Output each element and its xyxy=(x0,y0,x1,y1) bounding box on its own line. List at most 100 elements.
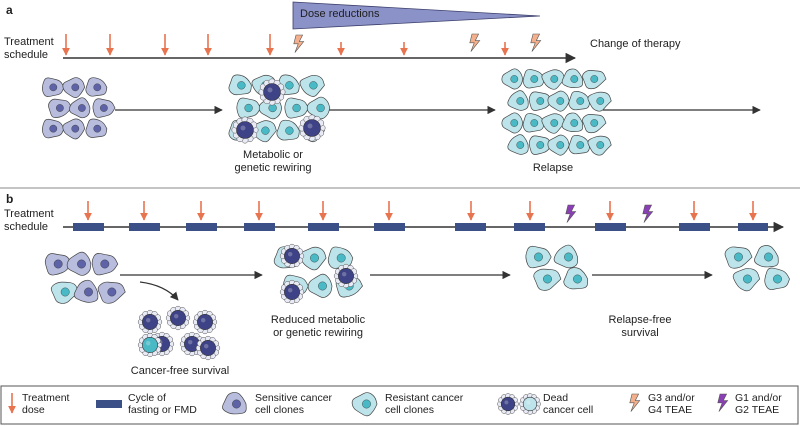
lightning-bolt-icon xyxy=(293,34,305,53)
resistant-cell-icon xyxy=(724,246,753,269)
resistant-cell-icon xyxy=(307,273,333,298)
relapse-free-label-line1: Relapse-free xyxy=(608,314,672,326)
resistant-cell-icon xyxy=(533,268,562,291)
legend-dead-line2: cancer cell xyxy=(543,404,594,416)
relapse-free-label-line2: survival xyxy=(621,327,659,339)
cycle-bar-icon xyxy=(186,223,217,231)
resistant-cell-icon xyxy=(563,267,588,290)
legend-sensitive-line2: cell clones xyxy=(255,404,305,416)
resistant-cell-icon xyxy=(306,96,331,120)
resistant-cell-icon xyxy=(541,113,566,134)
sensitive-cell-icon xyxy=(92,98,116,118)
dead-cell-icon xyxy=(279,243,305,269)
treatment-schedule-a-line2: schedule xyxy=(4,49,49,61)
change-of-therapy-label: Change of therapy xyxy=(590,38,681,50)
legend-dead-line1: Dead xyxy=(543,392,569,404)
resistant-cell-icon xyxy=(541,69,566,90)
panel-b xyxy=(44,201,790,361)
resistant-cell-icon xyxy=(582,114,607,134)
cancer-free-branch-arrow xyxy=(139,281,179,301)
sensitive-cell-cluster-a xyxy=(41,77,116,140)
dose-arrows-a xyxy=(62,34,509,56)
sensitive-cell-icon xyxy=(69,97,91,119)
treatment-schedule-b-line1: Treatment xyxy=(4,208,54,220)
sensitive-cell-icon xyxy=(41,118,65,139)
relapse-label: Relapse xyxy=(532,162,574,174)
resistant-cell-icon xyxy=(528,91,553,111)
legend-cycle-line2: fasting or FMD xyxy=(128,404,197,416)
dead-cell-icon xyxy=(231,116,259,144)
resistant-cell-icon xyxy=(507,90,529,111)
resistant-cell-icon xyxy=(299,246,327,271)
rewiring-label-a-line2: genetic rewiring xyxy=(234,162,312,174)
resistant-cell-icon xyxy=(561,112,584,133)
cycle-bar-icon xyxy=(244,223,275,231)
legend-box xyxy=(0,385,799,425)
sensitive-cell-icon xyxy=(62,118,86,140)
rewiring-label-b-line1: Reduced metabolic xyxy=(270,314,366,326)
cycle-bar-icon xyxy=(308,223,339,231)
sensitive-cell-icon xyxy=(91,253,119,276)
toxicity-bolts-b xyxy=(565,204,654,223)
resistant-cell-icon xyxy=(525,245,552,269)
resistant-cell-icon xyxy=(568,90,591,111)
legend-cycle-line1: Cycle of xyxy=(128,392,166,404)
cycle-bar-icon xyxy=(129,223,160,231)
lightning-bolt-icon xyxy=(565,204,577,223)
sensitive-cell-icon xyxy=(62,77,86,99)
legend-resistant-line2: cell clones xyxy=(385,404,435,416)
legend-icons xyxy=(8,392,729,417)
resistant-cell-icon xyxy=(587,135,612,156)
sensitive-cell-icon xyxy=(66,251,92,276)
resistant-cell-icon xyxy=(547,134,570,156)
resistant-cell-icon xyxy=(276,119,300,141)
sensitive-cell-icon xyxy=(41,77,65,97)
relapse-cell-cluster-a xyxy=(501,68,612,156)
dead-cell-icon xyxy=(497,393,519,415)
legend-g3-line1: G3 and/or xyxy=(648,392,695,404)
dose-reductions-wedge xyxy=(292,1,541,30)
dead-cell-icon xyxy=(137,332,163,358)
cancer-free-survival-label: Cancer-free survival xyxy=(130,365,230,377)
treatment-schedule-a-line1: Treatment xyxy=(4,36,54,48)
sensitive-cell-icon xyxy=(222,392,247,415)
sensitive-cell-icon xyxy=(85,77,108,97)
resistant-cell-icon xyxy=(764,267,790,290)
cycle-bar-icon xyxy=(514,223,545,231)
cycle-bar-icon xyxy=(73,223,104,231)
resistant-cell-icon xyxy=(501,68,524,90)
legend-sensitive-line1: Sensitive cancer xyxy=(255,392,333,404)
resistant-cell-icon xyxy=(507,134,529,155)
resistant-cell-icon xyxy=(582,70,607,90)
sensitive-cell-icon xyxy=(48,98,72,119)
cycle-bar-icon xyxy=(374,223,405,231)
resistant-cell-icon xyxy=(561,68,584,89)
sensitive-cell-icon xyxy=(85,118,108,138)
lightning-bolt-icon xyxy=(530,33,542,52)
legend-g3-line2: G4 TEAE xyxy=(648,404,693,416)
resistant-cell-icon xyxy=(284,97,309,119)
panel-a xyxy=(41,1,761,156)
resistant-cell-icon xyxy=(351,392,378,417)
resistant-cell-icon xyxy=(587,91,612,112)
dose-reductions-label: Dose reductions xyxy=(300,8,380,20)
rewiring-label-a-line1: Metabolic or xyxy=(243,149,303,161)
resistant-cell-icon xyxy=(236,97,261,119)
dead-cell-icon xyxy=(519,393,541,415)
resistant-cell-icon xyxy=(553,244,578,269)
cycle-bar-icon xyxy=(595,223,626,231)
lightning-bolt-icon xyxy=(717,393,729,412)
resistant-cell-icon xyxy=(732,268,761,292)
legend-treatment-dose-line1: Treatment xyxy=(22,392,70,404)
toxicity-bolts-a xyxy=(293,33,542,53)
dead-cell-icon xyxy=(137,309,163,335)
resistant-cell-icon xyxy=(522,69,545,89)
dead-cell-icon xyxy=(298,114,326,142)
resistant-cell-icon xyxy=(327,246,354,269)
resistant-cell-cluster-b1 xyxy=(525,244,588,291)
resistant-cell-cluster-b2 xyxy=(724,245,790,292)
legend-resistant-line1: Resistant cancer xyxy=(385,392,464,404)
cycle-bar-icon xyxy=(738,223,768,231)
resistant-cell-icon xyxy=(50,281,79,304)
lightning-bolt-icon xyxy=(469,33,481,52)
